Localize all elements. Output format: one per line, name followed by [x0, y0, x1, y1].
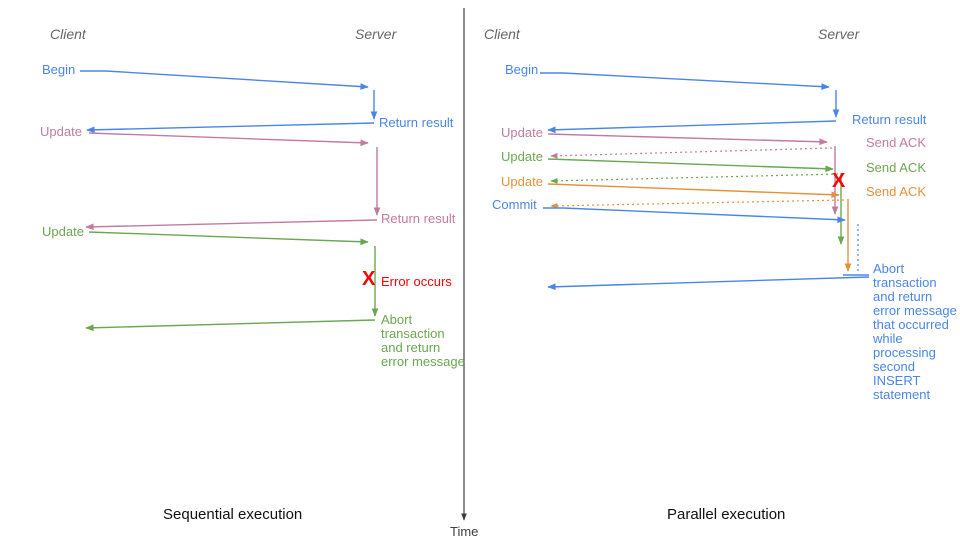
seq-begin-return-arrow [86, 122, 375, 134]
par-commit-label: Commit [492, 197, 537, 212]
par-caption: Parallel execution [667, 506, 786, 523]
time-axis-label: Time [450, 524, 479, 539]
seq-update-1-label: Update [40, 124, 82, 139]
seq-client-label: Client [50, 26, 86, 42]
seq-begin-label: Begin [42, 62, 76, 77]
par-begin-return-arrow [547, 120, 837, 134]
seq-error-occurs-label: Error occurs [381, 274, 452, 289]
par-abort-line-6: while [873, 331, 903, 346]
par-abort-line-9: INSERT [873, 373, 921, 388]
par-update-1-label: Update [501, 125, 543, 140]
seq-update1-request-arrow [88, 132, 369, 147]
seq-abort-line-2: transaction [381, 326, 445, 341]
par-update2-request-arrow [547, 158, 834, 173]
par-abort-line-10: statement [873, 387, 931, 402]
par-error-x-icon: X [832, 170, 846, 192]
par-abort-message: Abort transaction and return error messa… [873, 262, 957, 402]
seq-abort-line-1: Abort [381, 312, 413, 327]
par-abort-line-2: transaction [873, 275, 937, 290]
par-update1-request-arrow [547, 133, 828, 146]
seq-abort-line-4: error message [381, 354, 465, 369]
par-send-ack-3-label: Send ACK [866, 184, 926, 199]
par-abort-return-arrow [547, 276, 870, 291]
par-send-ack-2-label: Send ACK [866, 160, 926, 175]
par-update3-request-arrow [547, 183, 840, 199]
par-update-3-label: Update [501, 174, 543, 189]
seq-server-label: Server [355, 26, 397, 42]
par-abort-line-5: that occurred [873, 317, 949, 332]
par-abort-line-3: and return [873, 289, 933, 304]
par-commit-request-arrow [543, 207, 846, 224]
par-client-label: Client [484, 26, 520, 42]
seq-caption: Sequential execution [163, 506, 303, 523]
par-send-ack-1-label: Send ACK [866, 135, 926, 150]
par-begin-label: Begin [505, 62, 539, 77]
par-update-2-label: Update [501, 149, 543, 164]
par-return-result-label: Return result [852, 112, 927, 127]
seq-update-2-label: Update [42, 224, 84, 239]
par-abort-line-8: second [873, 359, 915, 374]
seq-abort-line-3: and return [381, 340, 441, 355]
par-ack2-return-arrow [550, 173, 839, 184]
par-abort-line-7: processing [873, 345, 936, 360]
par-abort-line-1: Abort [873, 261, 905, 276]
par-begin-request-arrow [540, 72, 830, 90]
par-server-label: Server [818, 26, 860, 42]
par-abort-line-4: error message [873, 303, 957, 318]
par-ack1-return-arrow [550, 147, 833, 159]
seq-update1-return-arrow [85, 219, 378, 231]
seq-error-x-icon: X [362, 268, 376, 290]
seq-update2-request-arrow [88, 231, 369, 246]
seq-abort-return-arrow [85, 319, 376, 332]
seq-begin-request-arrow [80, 70, 369, 90]
seq-return-result-1-label: Return result [379, 115, 454, 130]
seq-return-result-2-label: Return result [381, 211, 456, 226]
seq-abort-message: Abort transaction and return error messa… [381, 313, 465, 369]
par-ack3-return-arrow [550, 199, 845, 209]
